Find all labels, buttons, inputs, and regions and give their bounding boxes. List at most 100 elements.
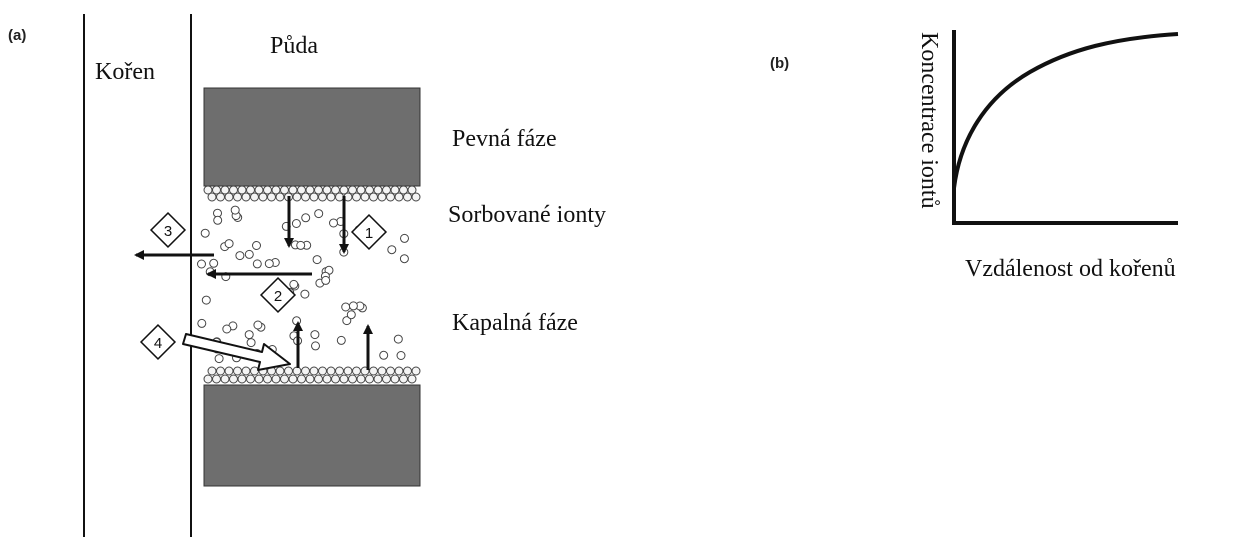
free-ion (235, 251, 245, 261)
sorbed-ion (309, 366, 319, 376)
sorbed-ion (369, 366, 378, 376)
free-ion (348, 301, 358, 311)
sorbed-ion (382, 374, 391, 384)
free-ion (314, 209, 324, 219)
free-ion (336, 335, 346, 345)
sorbed-ion (352, 366, 361, 376)
sorbed-ion (335, 192, 344, 202)
sorbed-ion (288, 374, 298, 384)
free-ion (214, 354, 224, 364)
sorbed-ion (254, 374, 264, 384)
sorbed-ion (212, 374, 221, 384)
sorbed-ion (403, 366, 412, 376)
solid-phase-block-top (203, 87, 421, 187)
free-ion (201, 295, 211, 305)
sorbed-ion (377, 366, 387, 376)
panel-b: (b) Koncentrace iontů Vzdálenost od koře… (770, 30, 1179, 282)
sorbed-ion (369, 192, 378, 202)
sorbed-ion (322, 374, 332, 384)
x-axis-label: Vzdálenost od kořenů (965, 256, 1176, 282)
free-ion (244, 249, 254, 259)
sorbed-ion (314, 374, 323, 384)
free-ion (399, 254, 409, 264)
sorbed-ion (301, 192, 310, 202)
concentration-curve (952, 32, 1179, 189)
free-ion (346, 310, 356, 320)
sorbed-ion (250, 366, 259, 376)
sorbed-ion (377, 192, 387, 202)
sorbed-ion (275, 192, 285, 202)
free-ion (310, 330, 320, 340)
sorbed-ions-label: Sorbované ionty (448, 202, 606, 228)
free-ion (291, 219, 301, 228)
sorbed-ion (267, 192, 276, 202)
free-ion (321, 275, 331, 285)
sorbed-ion (335, 366, 344, 376)
free-ion (252, 259, 262, 269)
free-ion (244, 330, 254, 340)
sorbed-ion (373, 374, 383, 384)
panel-a-label: (a) (8, 27, 26, 44)
solid-phase-label: Pevná fáze (452, 126, 557, 152)
sorbed-ion (207, 366, 217, 376)
free-ion (300, 289, 310, 299)
marker-3-label: 3 (164, 223, 172, 240)
sorbed-ion (411, 366, 421, 376)
sorbed-ion (394, 192, 404, 202)
free-ion (341, 302, 351, 312)
sorbed-ion (365, 374, 374, 384)
sorbed-ion (318, 366, 327, 376)
free-ion (289, 279, 299, 289)
free-ion (209, 258, 219, 268)
free-ion (200, 228, 210, 238)
free-ion (342, 316, 352, 326)
panel-b-label: (b) (770, 55, 789, 72)
marker-1: 1 (350, 213, 388, 251)
sorbed-ion (356, 374, 366, 384)
sorbed-ion (216, 192, 225, 202)
sorbed-ion (233, 192, 242, 202)
marker-2-label: 2 (274, 288, 282, 305)
sorbed-ion (394, 366, 404, 376)
sorbed-ion (331, 374, 340, 384)
sorbed-ion (301, 366, 310, 376)
free-ion (311, 341, 320, 351)
free-ion (393, 334, 403, 344)
free-ion (379, 350, 389, 360)
sorbed-ion (229, 374, 238, 384)
free-ion (222, 324, 232, 334)
sorbed-ion (224, 192, 234, 202)
sorbed-ion (258, 192, 268, 202)
free-ion (296, 240, 306, 250)
panel-a: (a) Kořen Půda 1 2 (8, 14, 606, 537)
sorbed-ion (284, 366, 293, 376)
free-ion (387, 245, 397, 255)
sorbed-ion (407, 185, 417, 195)
sorbed-ion (326, 192, 336, 202)
marker-4-label: 4 (154, 335, 162, 352)
sorbed-ion (297, 374, 306, 384)
y-axis-label: Koncentrace iontů (916, 32, 942, 209)
sorbed-ion (250, 192, 259, 202)
sorbed-ion (339, 374, 349, 384)
liquid-phase-label: Kapalná fáze (452, 310, 578, 336)
marker-3: 3 (149, 211, 187, 249)
sorbed-ion (326, 366, 336, 376)
free-ion (252, 241, 261, 250)
sorbed-ion (403, 192, 412, 202)
free-ion (213, 215, 223, 225)
sorbed-ion (343, 366, 353, 376)
free-ion (396, 351, 406, 360)
free-ion (329, 218, 338, 228)
sorbed-ion (352, 192, 361, 202)
free-ion (301, 213, 311, 223)
sorbed-ion (271, 374, 281, 384)
free-ion (224, 239, 234, 249)
soil-label: Půda (270, 33, 318, 59)
sorbed-ion (360, 192, 370, 202)
free-ion (312, 255, 322, 265)
sorbed-ion (386, 366, 395, 376)
free-ion (230, 205, 240, 215)
